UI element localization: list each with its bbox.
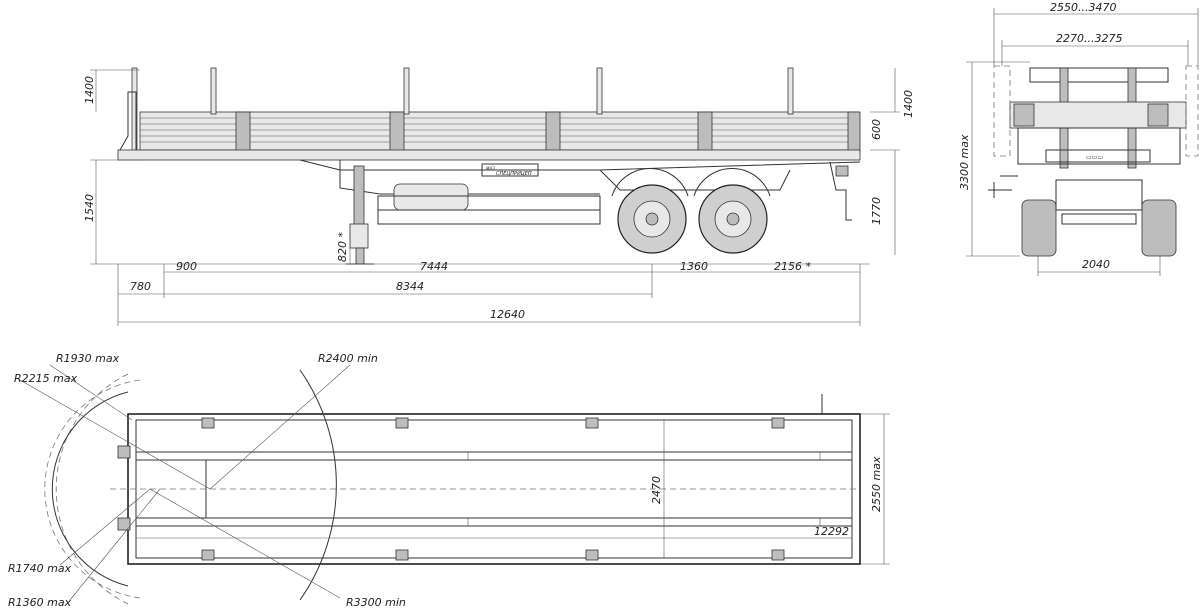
manufacturer-plate — [481, 163, 539, 177]
dim-r-3300: R3300 min — [346, 596, 406, 609]
top-view: R1930 max R2215 max R2400 min R1740 max … — [8, 352, 890, 609]
dim-r-2400: R2400 min — [318, 352, 378, 365]
deck-side-board — [139, 111, 859, 151]
plate-line-1: МАЗ — [486, 166, 495, 171]
dim-total-height-rear: 1770 — [870, 197, 883, 225]
dim-width-range-inner: 2270...3275 — [1056, 32, 1122, 45]
dim-stake-height: 1400 — [83, 76, 96, 104]
dim-overall-width: 2550 max — [870, 456, 883, 512]
plate-line-2: СПЕЦПРИЦЕП — [496, 171, 532, 177]
stake-pockets — [201, 417, 785, 561]
dim-r-1740: R1740 max — [8, 562, 72, 575]
dim-r-1360: R1360 max — [8, 596, 72, 609]
dim-leg-height: 820 * — [336, 232, 349, 262]
svg-text:▭▭▭: ▭▭▭ — [1086, 154, 1103, 161]
rear-dimensions: 2550...3470 2270...3275 3300 max 2040 — [958, 1, 1199, 276]
board-posts — [235, 111, 861, 153]
toolbox — [393, 183, 469, 211]
dim-rear-overhang: 2156 * — [774, 260, 811, 273]
dim-r-outer-max: R1930 max — [56, 352, 120, 365]
axle-2-wheel — [698, 184, 768, 254]
dim-kingpin-to-axle-center: 8344 — [396, 280, 424, 293]
dim-overall-length: 12640 — [490, 308, 525, 321]
dim-gooseneck-to-stake: 900 — [176, 260, 197, 273]
side-view: МАЗ СПЕЦПРИЦЕП 1400 1540 1400 600 1770 8… — [83, 67, 915, 326]
dim-axle-spread: 1360 — [680, 260, 708, 273]
dim-deck-height: 1540 — [83, 194, 96, 222]
dim-track: 2040 — [1082, 258, 1110, 271]
axle-1-wheel — [617, 184, 687, 254]
dim-deck-length: 12292 — [814, 525, 849, 538]
dim-width-range-outer: 2550...3470 — [1050, 1, 1116, 14]
dim-max-height: 3300 max — [958, 134, 971, 190]
dim-kingpin-to-axle1: 7444 — [420, 260, 448, 273]
dim-side-board: 600 — [870, 119, 883, 140]
deck-outline — [127, 413, 861, 565]
dim-inner-width: 2470 — [650, 476, 663, 504]
dim-r-2215: R2215 max — [14, 372, 78, 385]
dim-kingpin-offset: 780 — [130, 280, 151, 293]
rear-view: ▭▭▭ 2550...3470 2270...3275 3300 max — [958, 1, 1199, 276]
dim-stake-height-right: 1400 — [902, 90, 915, 118]
main-frame — [117, 149, 861, 161]
side-dimensions: 1400 1540 1400 600 1770 820 * 900 7444 1… — [83, 68, 915, 326]
stakes — [131, 67, 794, 153]
